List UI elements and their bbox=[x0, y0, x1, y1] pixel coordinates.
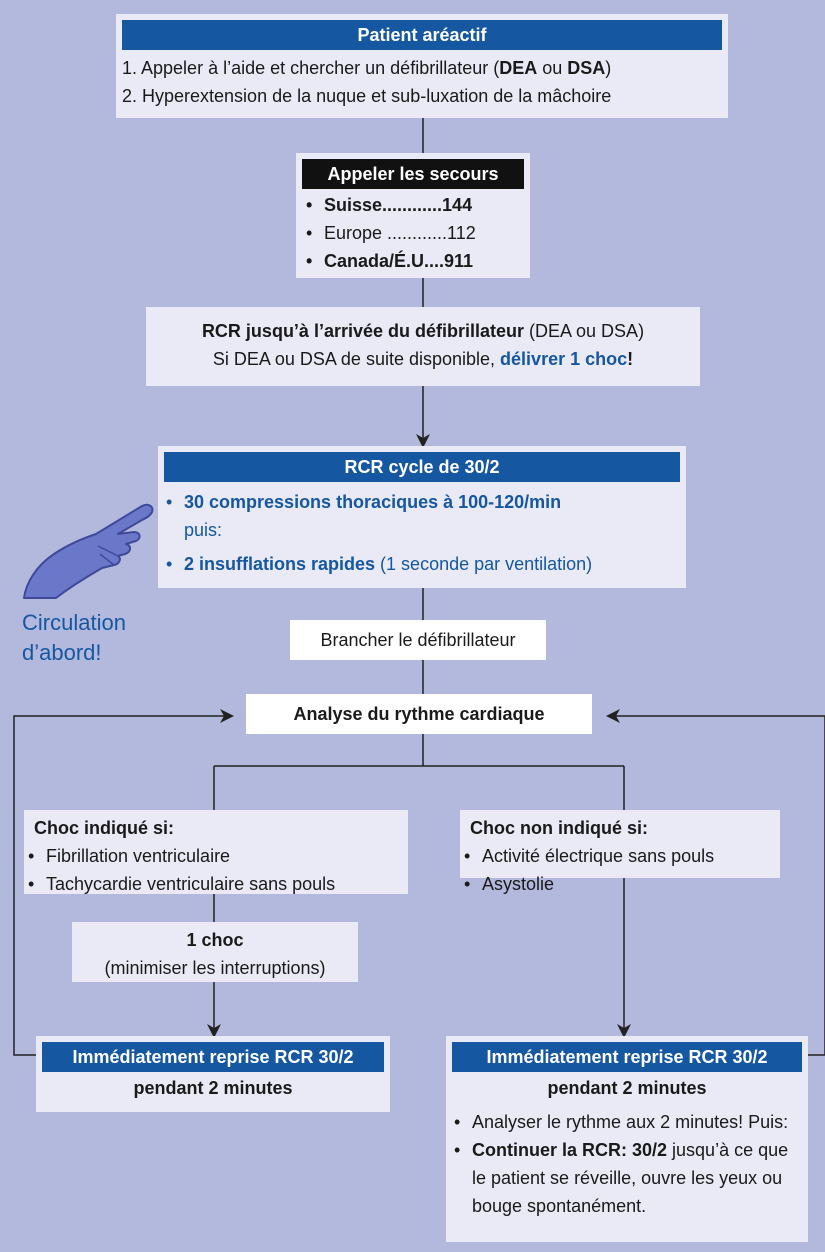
circulation-label: Circulation d’abord! bbox=[22, 610, 126, 665]
reprise-left-box: Immédiatement reprise RCR 30/2 pendant 2… bbox=[36, 1036, 390, 1112]
pointing-hand-icon bbox=[23, 503, 154, 599]
secours-item-canada: Canada/É.U....911 bbox=[302, 247, 530, 275]
reprise-right-box: Immédiatement reprise RCR 30/2 pendant 2… bbox=[446, 1036, 808, 1242]
choc-indique-item: Fibrillation ventriculaire bbox=[24, 842, 408, 870]
reprise-left-title: Immédiatement reprise RCR 30/2 bbox=[42, 1042, 384, 1072]
un-choc-box: 1 choc (minimiser les interruptions) bbox=[72, 922, 358, 982]
patient-step2: 2. Hyperextension de la nuque et sub-lux… bbox=[122, 86, 612, 106]
un-choc-title: 1 choc bbox=[186, 930, 244, 950]
choc-indique-title: Choc indiqué si: bbox=[34, 818, 175, 838]
patient-box: Patient aréactif 1. Appeler à l’aide et … bbox=[116, 14, 728, 118]
brancher-box: Brancher le défibrillateur bbox=[290, 620, 546, 660]
rcr-until-box: RCR jusqu’à l’arrivée du défibrillateur … bbox=[146, 307, 700, 386]
reprise-right-item2: Continuer la RCR: 30/2 jusqu’à ce que le… bbox=[450, 1136, 798, 1220]
reprise-right-title: Immédiatement reprise RCR 30/2 bbox=[452, 1042, 802, 1072]
reprise-right-sub: pendant 2 minutes bbox=[547, 1078, 707, 1098]
reprise-right-item1: Analyser le rythme aux 2 minutes! Puis: bbox=[450, 1108, 798, 1136]
analyse-box: Analyse du rythme cardiaque bbox=[246, 694, 592, 734]
patient-step1: 1. Appeler à l’aide et chercher un défib… bbox=[122, 58, 612, 78]
choc-indique-item: Tachycardie ventriculaire sans pouls bbox=[24, 870, 408, 898]
choc-non-title: Choc non indiqué si: bbox=[470, 818, 648, 838]
choc-non-item: Asystolie bbox=[460, 870, 780, 898]
un-choc-sub: (minimiser les interruptions) bbox=[104, 958, 326, 978]
secours-title: Appeler les secours bbox=[302, 159, 524, 189]
rcr-until-line1: RCR jusqu’à l’arrivée du défibrillateur … bbox=[201, 321, 645, 341]
secours-item-europe: Europe ............112 bbox=[302, 219, 530, 247]
secours-box: Appeler les secours Suisse............14… bbox=[296, 153, 530, 278]
cycle-title: RCR cycle de 30/2 bbox=[164, 452, 680, 482]
choc-non-item: Activité électrique sans pouls bbox=[460, 842, 780, 870]
cycle-insufflations: 2 insufflations rapides (1 seconde par v… bbox=[162, 550, 686, 578]
choc-non-box: Choc non indiqué si: Activité électrique… bbox=[460, 810, 780, 898]
patient-title: Patient aréactif bbox=[122, 20, 722, 50]
secours-item-suisse: Suisse............144 bbox=[302, 191, 530, 219]
choc-indique-box: Choc indiqué si: Fibrillation ventricula… bbox=[24, 810, 408, 898]
cycle-compressions: 30 compressions thoraciques à 100-120/mi… bbox=[162, 488, 686, 516]
rcr-until-line2: Si DEA ou DSA de suite disponible, déliv… bbox=[212, 349, 634, 369]
reprise-left-sub: pendant 2 minutes bbox=[133, 1078, 293, 1098]
cycle-box: RCR cycle de 30/2 30 compressions thorac… bbox=[158, 446, 686, 588]
cycle-puis: puis: bbox=[184, 520, 223, 540]
